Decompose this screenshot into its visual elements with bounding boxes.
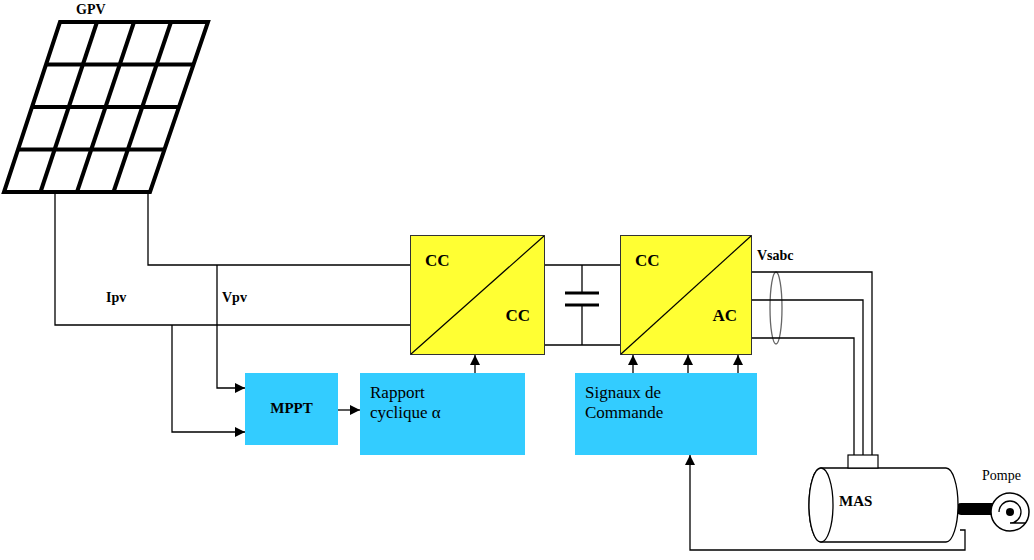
- pump-casing: [991, 493, 1029, 531]
- signal-arrow: [690, 455, 965, 550]
- pump-symbol: [991, 493, 1029, 531]
- signal-arrow: [338, 409, 360, 410]
- control-signals-block: Signaux de Commande: [575, 373, 757, 455]
- output-type-label: AC: [712, 307, 737, 326]
- bus-ellipse: [770, 272, 782, 344]
- input-type-label: CC: [635, 252, 660, 271]
- wire-connector: [752, 338, 854, 455]
- pump-hub: [1006, 508, 1014, 516]
- signal-arrow: [474, 355, 475, 373]
- capacitor-lead: [581, 265, 582, 293]
- block-label: MAS: [839, 493, 872, 510]
- converter-diagonal: [411, 236, 544, 354]
- output-type-label: CC: [505, 307, 530, 326]
- mppt-block: MPPT: [245, 373, 338, 445]
- capacitor-lead: [581, 305, 582, 345]
- pump-label: Pompe: [982, 468, 1021, 484]
- motor-shape: [805, 455, 960, 543]
- converter-diagonal: [621, 236, 751, 354]
- generator-label: GPV: [76, 2, 106, 18]
- pv-panel-outline: [4, 22, 208, 192]
- block-label: Signaux de Commande: [585, 383, 703, 424]
- motor-body: [809, 468, 958, 542]
- pv-wire: [55, 192, 410, 325]
- wire-connector: [545, 344, 620, 345]
- duty-cycle-block: Rapport cyclique α: [360, 373, 525, 455]
- pv-wire: [148, 192, 410, 265]
- input-type-label: CC: [425, 252, 450, 271]
- block-label: Rapport cyclique α: [370, 383, 480, 424]
- dc-ac-inverter: CC AC: [620, 235, 752, 355]
- pump-volute: [999, 501, 1026, 523]
- capacitor-plate: [565, 304, 599, 307]
- terminal-box: [848, 455, 878, 468]
- wire-connector: [752, 300, 863, 455]
- pv-grid-line: [18, 148, 165, 152]
- pv-grid-line: [32, 105, 179, 109]
- wire-connector: [752, 272, 872, 455]
- pv-panel: [4, 22, 208, 192]
- voltage-sense-wire: [217, 265, 245, 388]
- signal-arrow: [687, 355, 688, 373]
- capacitor-plate: [565, 292, 599, 295]
- current-sense-wire: [172, 325, 245, 432]
- phase-voltage-label: Vsabc: [757, 248, 794, 264]
- wire-connector: [545, 264, 620, 265]
- induction-motor: MAS: [805, 455, 960, 543]
- signal-arrow: [737, 355, 738, 373]
- pv-grid-line: [114, 22, 172, 192]
- current-signal-label: Ipv: [106, 290, 126, 306]
- signal-arrow: [632, 355, 633, 373]
- motor-end-face: [809, 468, 833, 542]
- voltage-signal-label: Vpv: [222, 290, 247, 306]
- dc-dc-converter: CC CC: [410, 235, 545, 355]
- block-label: MPPT: [255, 383, 328, 417]
